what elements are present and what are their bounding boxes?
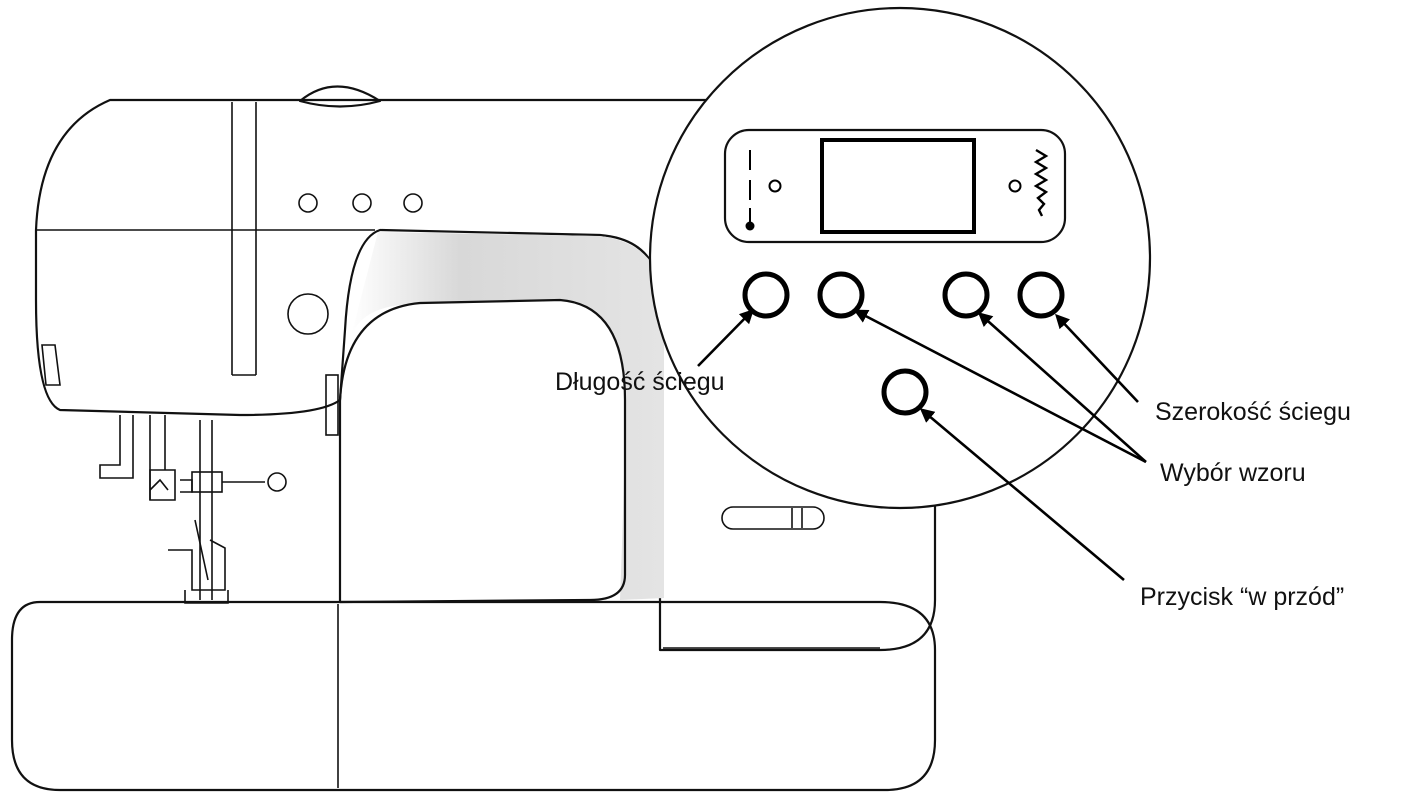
- arrow-pattern-right: [977, 312, 1147, 463]
- machine-base: [10, 600, 937, 792]
- lcd-display: [820, 138, 976, 234]
- pattern-select-right-button[interactable]: [942, 271, 990, 319]
- label-stitch-width: Szerokość ściegu: [1155, 398, 1351, 426]
- arrow-forward: [919, 408, 1125, 581]
- control-panel-magnified: [648, 6, 1152, 510]
- machine-body: [34, 85, 937, 652]
- stitch-length-button[interactable]: [742, 271, 790, 319]
- pattern-select-left-button[interactable]: [817, 271, 865, 319]
- callout-arrows: [697, 308, 1147, 581]
- label-pattern-select: Wybór wzoru: [1160, 459, 1306, 487]
- stitch-length-icon: [745, 150, 755, 231]
- needle-assembly: [99, 415, 287, 604]
- forward-button[interactable]: [881, 368, 929, 416]
- label-forward-button: Przycisk “w przód”: [1140, 583, 1344, 611]
- label-stitch-length: Długość ściegu: [555, 368, 725, 396]
- stitch-width-button[interactable]: [1017, 271, 1065, 319]
- arrow-pattern-left: [853, 309, 1147, 464]
- arrow-stitch-length: [697, 308, 755, 367]
- arrow-stitch-width: [1055, 313, 1139, 403]
- stitch-width-icon: [1033, 148, 1049, 217]
